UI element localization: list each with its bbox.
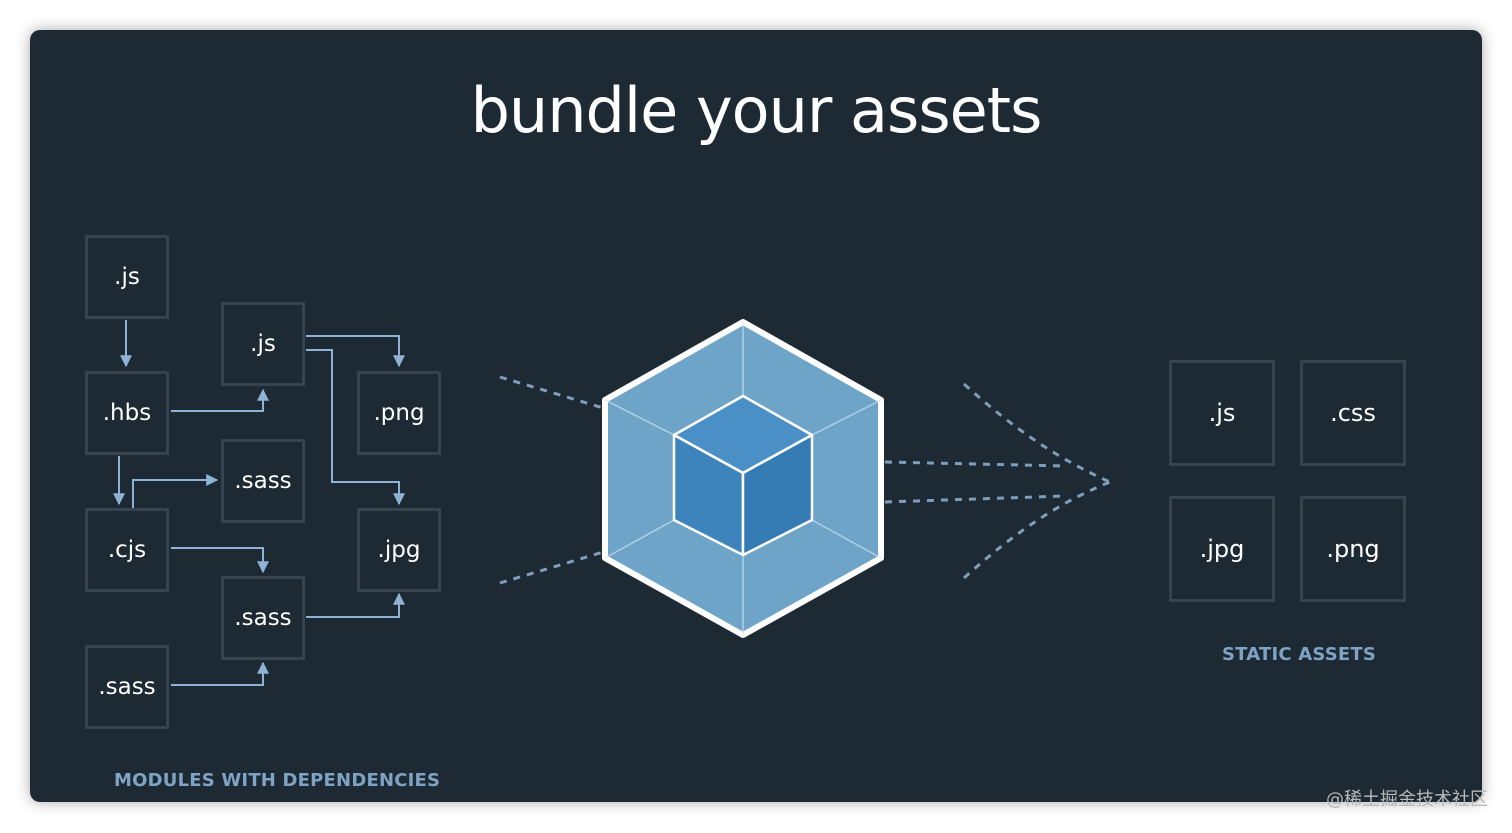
arrow-js-to-jpg: [306, 349, 405, 506]
module-box-js: .js: [221, 302, 305, 386]
asset-box-jpg: .jpg: [1169, 496, 1275, 602]
module-box-js: .js: [85, 235, 169, 319]
arrow-sass-to-jpg: [306, 592, 405, 618]
arrow-sass-to-sass: [171, 661, 269, 686]
module-box-jpg: .jpg: [357, 508, 441, 592]
diagram-title: bundle your assets: [470, 74, 1043, 147]
module-box-png: .png: [357, 371, 441, 455]
module-box-sass: .sass: [221, 576, 305, 660]
module-box-hbs: .hbs: [85, 371, 169, 455]
flow-fan-bottom: [962, 480, 1111, 580]
modules-caption: MODULES WITH DEPENDENCIES: [114, 770, 441, 791]
asset-box-css: .css: [1300, 360, 1406, 466]
flow-out-bottom: [884, 494, 1066, 504]
diagram-panel: bundle your assets: [30, 30, 1482, 802]
flow-in-bottom: [499, 548, 611, 585]
cube-inner-right: [741, 433, 814, 557]
cube-outer-edges: [604, 322, 882, 635]
module-box-sass: .sass: [85, 645, 169, 729]
asset-box-png: .png: [1300, 496, 1406, 602]
arrow-hbs-to-js: [171, 388, 269, 412]
arrow-js-to-png: [306, 335, 405, 368]
flow-fan-top: [962, 382, 1111, 484]
arrow-cjs-to-sass: [132, 474, 219, 508]
connector-layer: [113, 319, 1111, 686]
module-box-sass: .sass: [221, 439, 305, 523]
flow-out-top: [884, 460, 1066, 468]
arrow-cjs-to-sass-lower: [171, 547, 269, 574]
module-box-cjs: .cjs: [85, 508, 169, 592]
webpack-cube-logo: [602, 319, 884, 638]
dependency-arrows: [113, 320, 405, 686]
static-assets-caption: STATIC ASSETS: [1222, 644, 1377, 665]
watermark: @稀土掘金技术社区: [1326, 789, 1488, 810]
asset-box-js: .js: [1169, 360, 1275, 466]
flow-in-top: [499, 375, 611, 412]
flow-lines: [499, 375, 1111, 585]
